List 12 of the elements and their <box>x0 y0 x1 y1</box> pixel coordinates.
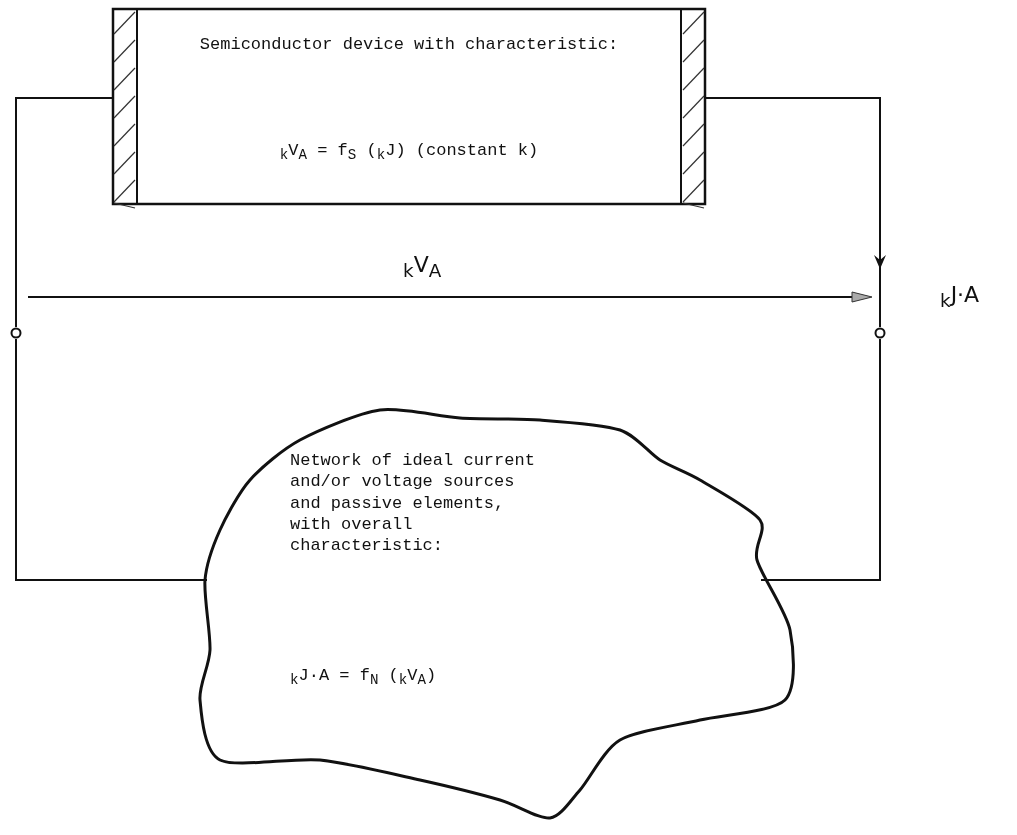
wire <box>15 338 208 581</box>
wire <box>705 97 886 328</box>
equation-text: $_{k}$V$_{A}$ = f$_{S}$ ($_{k}$J) (constant k) <box>278 140 540 166</box>
wire <box>15 97 113 328</box>
voltage-label: $_{k}$V$_{A}$ <box>403 252 442 282</box>
terminal-circle <box>874 327 886 339</box>
description-text: Semiconductor device with characteristic: <box>198 34 620 56</box>
equation-text: $_{k}$J·A = f$_{N}$ ($_{k}$V$_{A}$) <box>290 665 438 691</box>
wire <box>760 338 881 581</box>
description-text: Network of ideal current and/or voltage sources and passive elements, with overall characteristic: <box>290 450 536 557</box>
current-label: $_{k}$J·A <box>940 282 980 312</box>
terminal-circle <box>10 327 22 339</box>
